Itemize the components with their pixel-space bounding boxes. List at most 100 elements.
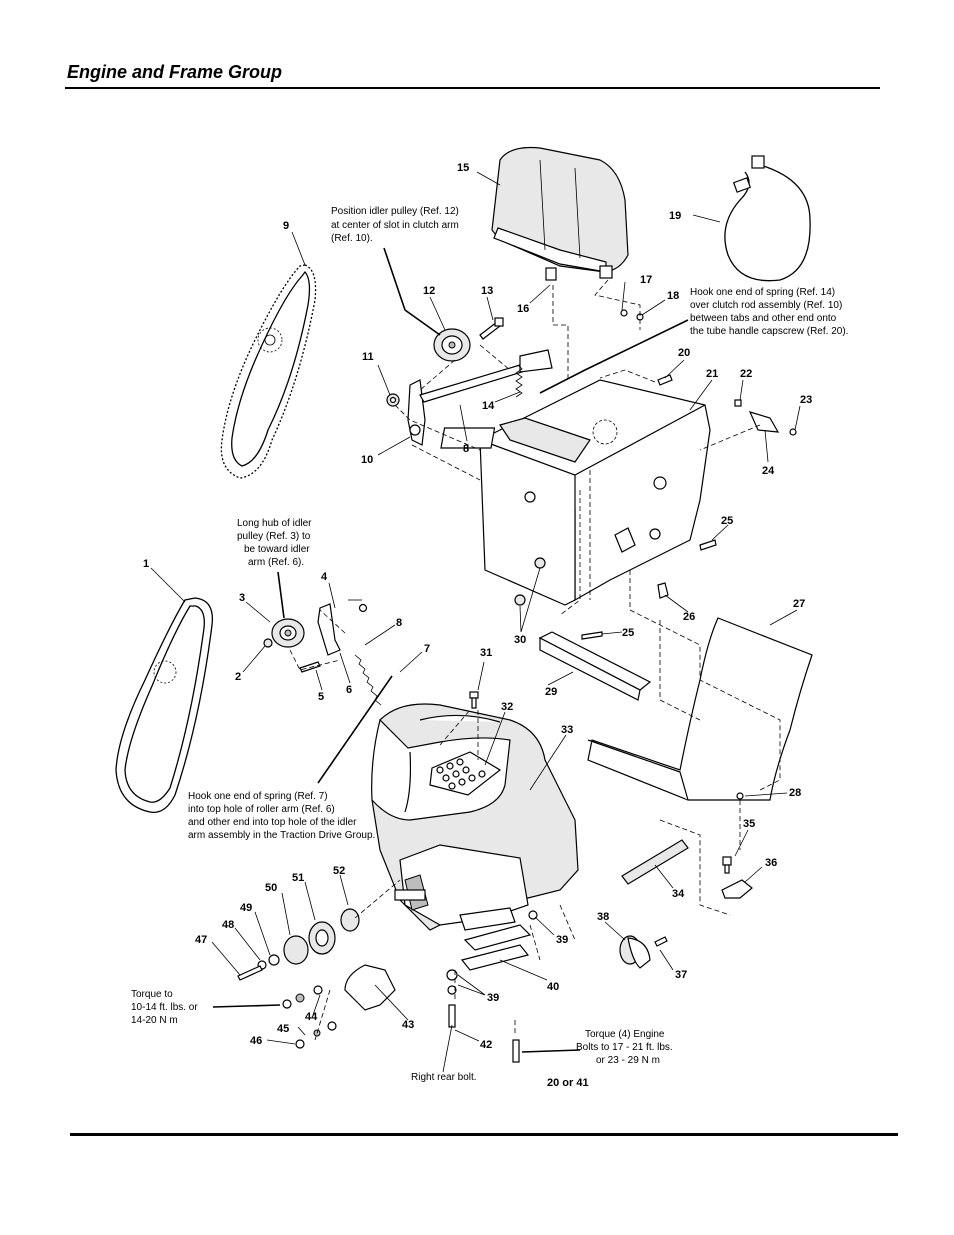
callout-37: 37 bbox=[675, 969, 687, 981]
callout-19: 19 bbox=[669, 210, 681, 222]
callout-31: 31 bbox=[480, 647, 492, 659]
svg-text:Hook one end of spring (Ref. 1: Hook one end of spring (Ref. 14) bbox=[690, 287, 835, 298]
bolt-part-31 bbox=[469, 691, 479, 709]
air-filter-holes bbox=[436, 758, 486, 790]
nut-part-11 bbox=[386, 393, 400, 407]
callout-13: 13 bbox=[481, 285, 493, 297]
callout-39-upper: 39 bbox=[556, 934, 568, 946]
callout-3: 3 bbox=[239, 592, 245, 604]
callout-40: 40 bbox=[547, 981, 559, 993]
callout-49: 49 bbox=[240, 902, 252, 914]
callout-15: 15 bbox=[457, 162, 469, 174]
callout-22: 22 bbox=[740, 368, 752, 380]
callout-17: 17 bbox=[640, 274, 652, 286]
callout-39-lower: 39 bbox=[487, 992, 499, 1004]
svg-text:14-20 N m: 14-20 N m bbox=[131, 1015, 178, 1026]
bolt-part-35 bbox=[722, 856, 732, 874]
svg-text:over clutch rod assembly (Ref.: over clutch rod assembly (Ref. 10) bbox=[690, 300, 842, 311]
callout-7: 7 bbox=[424, 643, 430, 655]
note-spring-7: Hook one end of spring (Ref. 7) into top… bbox=[188, 791, 375, 841]
callout-14: 14 bbox=[482, 400, 495, 412]
note-torque-left: Torque to 10-14 ft. lbs. or 14-20 N m bbox=[131, 989, 198, 1026]
callout-25-upper: 25 bbox=[721, 515, 733, 527]
callout-50: 50 bbox=[265, 882, 277, 894]
callout-5: 5 bbox=[318, 691, 324, 703]
callout-35: 35 bbox=[743, 818, 755, 830]
belt-cover-part-15 bbox=[491, 146, 629, 281]
note-spring-14: Hook one end of spring (Ref. 14) over cl… bbox=[690, 287, 848, 337]
callout-42: 42 bbox=[480, 1039, 492, 1051]
bracket-part-24 bbox=[748, 411, 780, 433]
page-title: Engine and Frame Group bbox=[67, 62, 283, 82]
svg-text:(Ref. 10).: (Ref. 10). bbox=[331, 233, 373, 244]
light-part-38 bbox=[619, 935, 651, 969]
leader-lines bbox=[150, 171, 801, 1073]
auger-belt-part-9 bbox=[220, 264, 317, 479]
note-torque-engine: Torque (4) Engine Bolts to 17 - 21 ft. l… bbox=[576, 1029, 673, 1066]
callout-27: 27 bbox=[793, 598, 805, 610]
callout-9: 9 bbox=[283, 220, 289, 232]
footer-rule bbox=[70, 1133, 898, 1136]
svg-text:Long hub of idler: Long hub of idler bbox=[237, 518, 312, 529]
svg-text:into top hole of roller arm (R: into top hole of roller arm (Ref. 6) bbox=[188, 804, 335, 815]
svg-text:the tube handle capscrew (Ref.: the tube handle capscrew (Ref. 20). bbox=[690, 326, 848, 337]
callout-20: 20 bbox=[678, 347, 690, 359]
callout-38: 38 bbox=[597, 911, 609, 923]
bolt-part-13 bbox=[479, 317, 504, 340]
callout-32: 32 bbox=[501, 701, 513, 713]
callout-8-mid: 8 bbox=[396, 617, 402, 629]
callout-20-or-41: 20 or 41 bbox=[547, 1077, 589, 1089]
note-right-rear-bolt: Right rear bolt. bbox=[411, 1072, 477, 1083]
callout-2: 2 bbox=[235, 671, 241, 683]
callout-4: 4 bbox=[321, 571, 328, 583]
engine-part-33 bbox=[371, 703, 579, 931]
svg-text:between tabs and other end ont: between tabs and other end onto bbox=[690, 313, 837, 324]
clutch-arm-part-10 bbox=[407, 349, 553, 446]
idler-pulley-part-3 bbox=[271, 618, 305, 648]
callout-36: 36 bbox=[765, 857, 777, 869]
assembly-dashed-lines bbox=[289, 279, 781, 1041]
svg-text:pulley (Ref. 3) to: pulley (Ref. 3) to bbox=[237, 531, 311, 542]
callout-16: 16 bbox=[517, 303, 529, 315]
pulley-stack-parts-47-52 bbox=[237, 908, 360, 981]
callout-34: 34 bbox=[672, 888, 685, 900]
callout-48: 48 bbox=[222, 919, 234, 931]
callout-30: 30 bbox=[514, 634, 526, 646]
svg-text:Hook one end of spring (Ref. 7: Hook one end of spring (Ref. 7) bbox=[188, 791, 328, 802]
callout-23: 23 bbox=[800, 394, 812, 406]
engine-shroud-part-27 bbox=[587, 617, 813, 801]
bracket-part-36 bbox=[721, 879, 753, 899]
svg-text:or 23 - 29 N m: or 23 - 29 N m bbox=[596, 1055, 660, 1066]
callout-29: 29 bbox=[545, 686, 557, 698]
svg-text:Bolts to 17 - 21 ft. lbs.: Bolts to 17 - 21 ft. lbs. bbox=[576, 1042, 673, 1053]
idler-pulley-part-12 bbox=[433, 328, 471, 362]
callout-51: 51 bbox=[292, 872, 304, 884]
callout-33: 33 bbox=[561, 724, 573, 736]
brace-part-29 bbox=[538, 631, 652, 701]
svg-text:be toward idler: be toward idler bbox=[244, 544, 310, 555]
callout-21: 21 bbox=[706, 368, 718, 380]
callout-18: 18 bbox=[667, 290, 679, 302]
callout-43: 43 bbox=[402, 1019, 414, 1031]
callout-6: 6 bbox=[346, 684, 352, 696]
callout-24: 24 bbox=[762, 465, 775, 477]
spring-part-14 bbox=[515, 364, 523, 398]
callout-10: 10 bbox=[361, 454, 373, 466]
svg-text:Position idler pulley (Ref. 12: Position idler pulley (Ref. 12) bbox=[331, 206, 459, 217]
callout-8-top: 8 bbox=[463, 443, 469, 455]
callout-28: 28 bbox=[789, 787, 801, 799]
callout-numbers: 15 9 19 12 13 16 17 18 11 20 21 22 23 14… bbox=[143, 162, 812, 1089]
callout-11: 11 bbox=[362, 351, 374, 363]
svg-text:10-14 ft. lbs. or: 10-14 ft. lbs. or bbox=[131, 1002, 198, 1013]
svg-text:Torque (4) Engine: Torque (4) Engine bbox=[585, 1029, 665, 1040]
svg-text:and other end into top hole of: and other end into top hole of the idler bbox=[188, 817, 357, 828]
wire-harness-part-19 bbox=[724, 155, 811, 282]
callout-45: 45 bbox=[277, 1023, 289, 1035]
callout-44: 44 bbox=[305, 1011, 318, 1023]
callout-46: 46 bbox=[250, 1035, 262, 1047]
note-idler-position: Position idler pulley (Ref. 12) at cente… bbox=[331, 206, 459, 244]
callout-12: 12 bbox=[423, 285, 435, 297]
title-rule bbox=[65, 87, 880, 89]
svg-text:at center of slot in clutch ar: at center of slot in clutch arm bbox=[331, 220, 459, 231]
